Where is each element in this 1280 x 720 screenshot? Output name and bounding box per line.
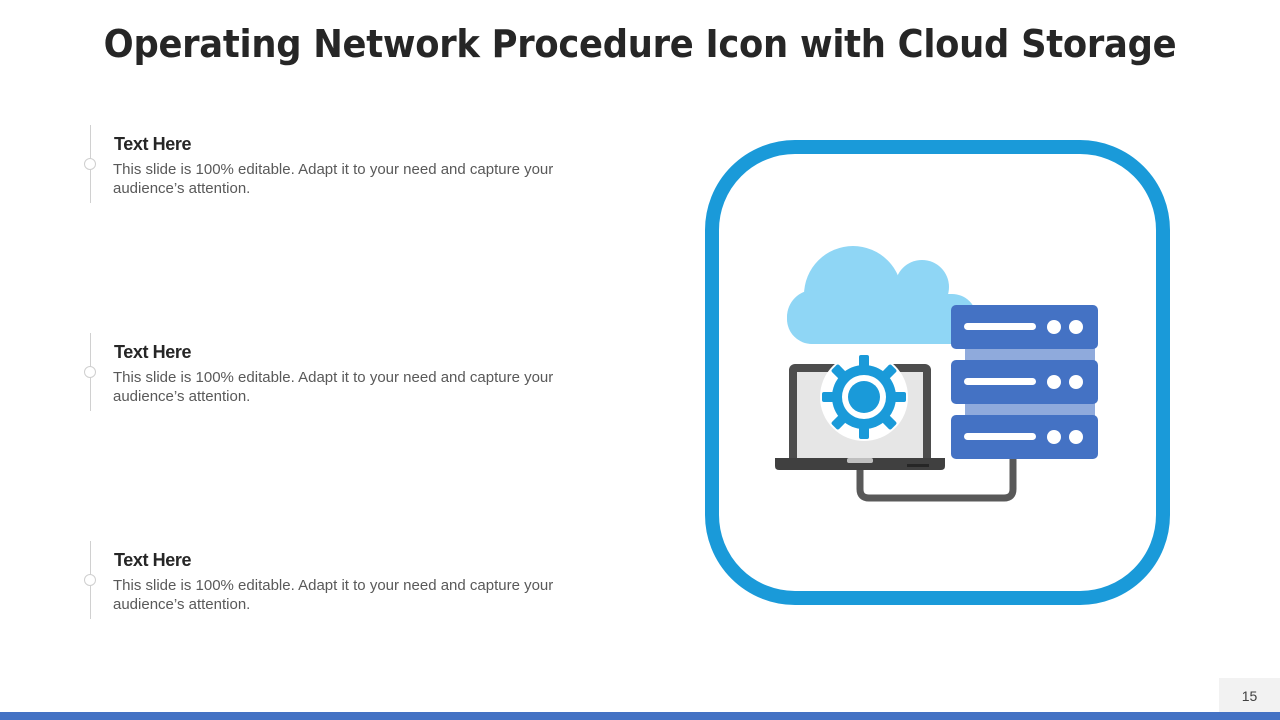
item-body: This slide is 100% editable. Adapt it to… — [113, 369, 554, 405]
item-body: This slide is 100% editable. Adapt it to… — [113, 577, 554, 613]
cable-icon — [856, 450, 1017, 502]
slide-title: Operating Network Procedure Icon with Cl… — [103, 22, 1177, 66]
timeline-dot — [84, 366, 96, 378]
text-item-1: Text Here This slide is 100% editable. A… — [84, 125, 610, 205]
timeline-dot — [84, 574, 96, 586]
text-item-3: Text Here This slide is 100% editable. A… — [84, 541, 610, 621]
item-heading: Text Here — [114, 342, 192, 362]
gear-icon — [820, 353, 908, 441]
item-body: This slide is 100% editable. Adapt it to… — [113, 161, 554, 197]
timeline-dot — [84, 158, 96, 170]
page-number: 15 — [1241, 688, 1258, 704]
item-heading: Text Here — [114, 550, 192, 570]
item-heading: Text Here — [114, 134, 192, 154]
icon-frame — [705, 140, 1170, 605]
network-illustration — [775, 246, 1098, 502]
bottom-accent-bar — [0, 712, 1280, 720]
page-number-box: 15 — [1219, 678, 1280, 712]
cloud-icon — [787, 246, 977, 344]
text-item-2: Text Here This slide is 100% editable. A… — [84, 333, 610, 413]
server-rack-icon — [951, 305, 1098, 459]
